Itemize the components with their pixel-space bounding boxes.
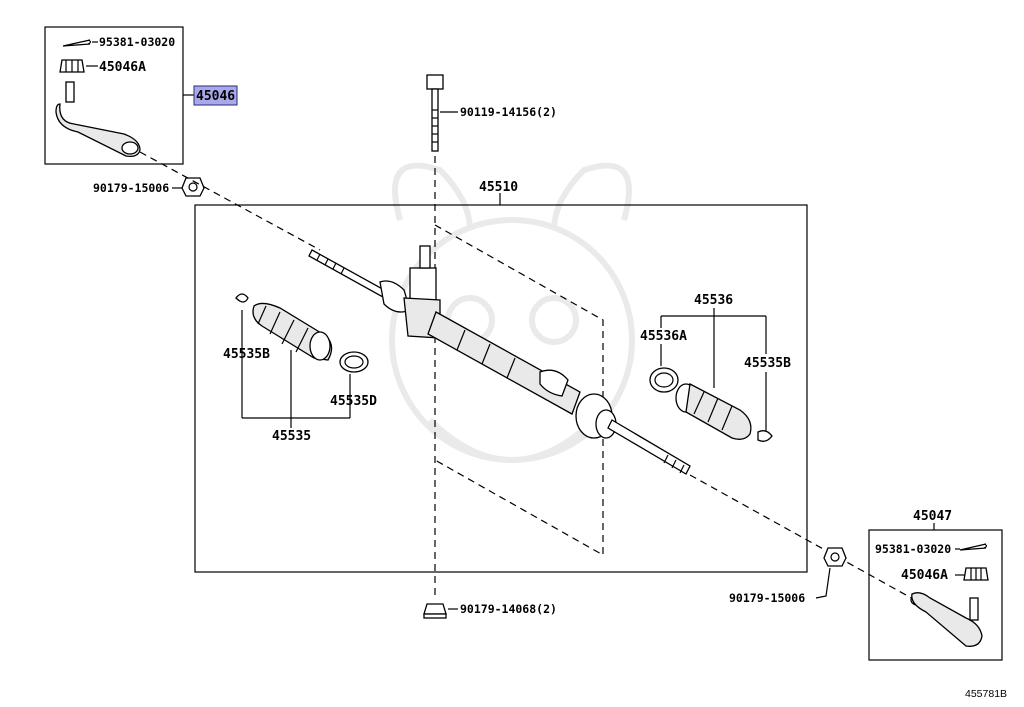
part-label-clamp-right-a[interactable]: 45536A: [640, 329, 687, 344]
part-label-boot-set-left[interactable]: 45535: [272, 429, 311, 444]
part-label-nut-left[interactable]: 45046A: [99, 60, 146, 75]
part-label-highlight-box: [193, 85, 238, 106]
cotter-pin-icon: [62, 39, 92, 47]
boot-left-icon: [235, 293, 333, 361]
part-label-tie-rod-end-left[interactable]: 45046: [196, 89, 235, 104]
hex-nut-icon: [823, 547, 847, 567]
mounting-plane-outline: [434, 224, 604, 557]
part-label-clamp-left-b[interactable]: 45535B: [223, 347, 270, 362]
bolt-icon: [426, 74, 444, 152]
part-label-nut-right-lower[interactable]: 90179-15006: [729, 591, 805, 605]
diagram-reference-number: 455781B: [965, 688, 1007, 700]
part-label-clamp-right-b[interactable]: 45535B: [744, 356, 791, 371]
part-label-cotter-pin-right[interactable]: 95381-03020: [875, 542, 951, 556]
part-label-boot-set-right[interactable]: 45536: [694, 293, 733, 308]
cotter-pin-icon: [959, 543, 988, 551]
part-label-cotter-pin-left[interactable]: 95381-03020: [99, 35, 175, 49]
tie-rod-end-right-box: [868, 529, 1003, 661]
clamp-left-icon: [339, 351, 369, 373]
assembly-line-diagonal-left: [139, 151, 321, 251]
gear-assembly-box: [194, 204, 808, 573]
part-label-gear-assembly[interactable]: 45510: [479, 180, 518, 195]
tie-rod-end-left-icon: [55, 81, 141, 158]
clamp-right-icon: [649, 367, 679, 393]
steering-rack-icon: [308, 245, 691, 475]
flange-nut-icon: [423, 603, 447, 619]
part-label-clamp-left-d[interactable]: 45535D: [330, 394, 377, 409]
assembly-line-diagonal-right: [689, 474, 916, 601]
part-label-tie-rod-end-right[interactable]: 45047: [913, 509, 952, 524]
castle-nut-icon: [59, 59, 85, 73]
part-label-nut-bottom[interactable]: 90179-14068(2): [460, 602, 557, 616]
part-label-nut-right[interactable]: 45046A: [901, 568, 948, 583]
boot-right-icon: [675, 383, 773, 442]
castle-nut-icon: [963, 567, 989, 581]
part-label-bolt-top[interactable]: 90119-14156(2): [460, 105, 557, 119]
part-label-nut-left-lower[interactable]: 90179-15006: [93, 181, 169, 195]
tie-rod-end-right-icon: [910, 592, 983, 647]
